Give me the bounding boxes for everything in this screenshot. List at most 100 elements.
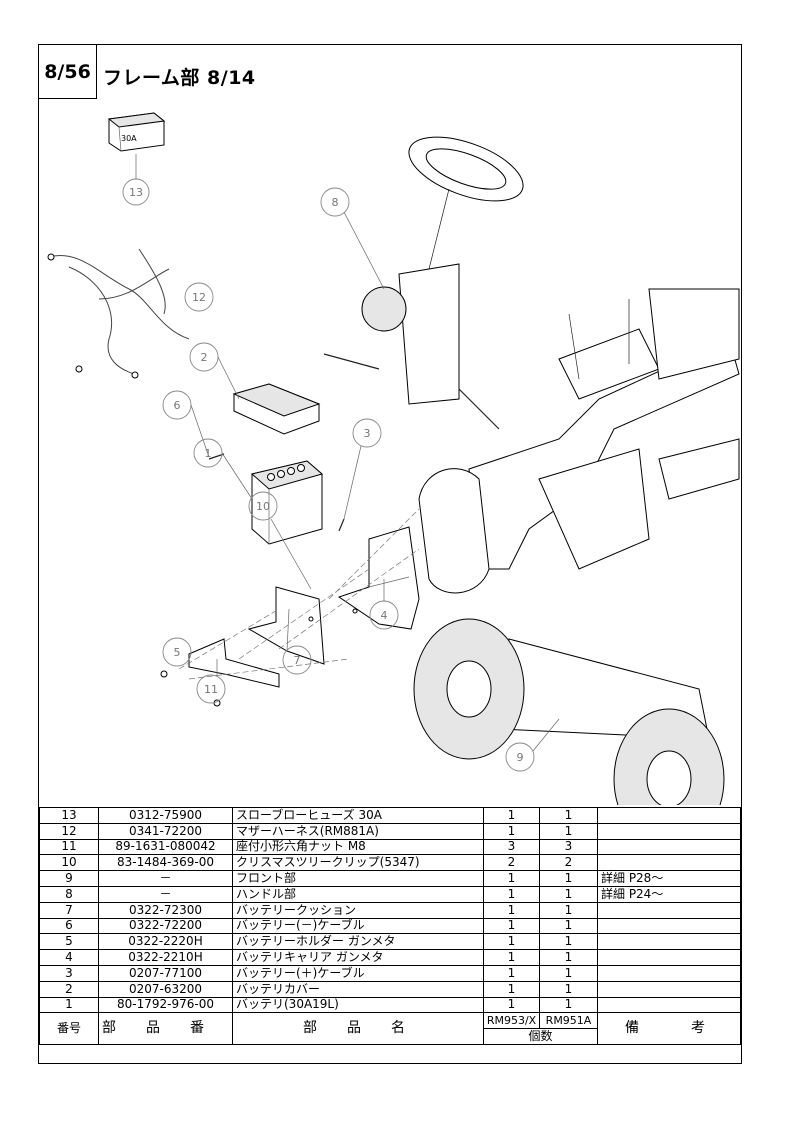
cell-part-number: 83-1484-369-00 (98, 854, 233, 872)
cell-part-number: 0341-72200 (98, 822, 233, 840)
callout-1: 1 (193, 438, 253, 500)
battery-holder-part (188, 638, 280, 688)
col-model-a: RM953/X (483, 1012, 540, 1030)
cell-remarks (597, 917, 741, 935)
col-part-number: 部 品 番 号 (98, 1012, 233, 1046)
cell-qty-a: 1 (483, 996, 540, 1014)
cell-part-name: バッテリカバー (232, 980, 484, 998)
cell-qty-a: 1 (483, 901, 540, 919)
cell-no: 1 (39, 996, 99, 1014)
svg-text:7: 7 (294, 654, 301, 667)
svg-text:10: 10 (256, 500, 270, 513)
callout-13: 13 (122, 154, 150, 206)
cell-remarks (597, 996, 741, 1014)
cell-remarks (597, 838, 741, 856)
cell-qty-b: 2 (539, 854, 598, 872)
cell-remarks: 詳細 P24～ (597, 885, 741, 903)
cell-remarks (597, 822, 741, 840)
callout-11: 11 (196, 659, 226, 704)
cell-part-name: ハンドル部 (232, 885, 484, 903)
cell-qty-b: 1 (539, 949, 598, 966)
cell-no: 12 (39, 822, 99, 840)
battery-part (250, 460, 324, 545)
cell-remarks (597, 901, 741, 919)
cell-qty-b: 1 (539, 996, 598, 1014)
svg-text:8: 8 (332, 196, 339, 209)
col-qty: 個数 (483, 1028, 598, 1046)
cell-qty-b: 1 (539, 933, 598, 951)
cell-part-name: クリスマスツリークリップ(5347) (232, 854, 484, 872)
steering-assembly (323, 136, 524, 430)
callout-12: 12 (184, 282, 214, 312)
battery-cover-part (232, 383, 321, 435)
cell-no: 4 (39, 949, 99, 966)
cell-part-name: フロント部 (232, 870, 484, 887)
cell-remarks (597, 854, 741, 872)
cell-qty-a: 1 (483, 822, 540, 840)
cell-no: 13 (39, 807, 99, 824)
cell-qty-a: 1 (483, 870, 540, 887)
cell-remarks: 詳細 P28～ (597, 870, 741, 887)
cell-part-number: 0322-2220H (98, 933, 233, 951)
cell-remarks (597, 949, 741, 966)
svg-text:11: 11 (204, 683, 218, 696)
cell-no: 5 (39, 933, 99, 951)
cell-no: 7 (39, 901, 99, 919)
cell-remarks (597, 980, 741, 998)
page-frame: 8/56 フレーム部 8/14 30A (38, 44, 742, 1064)
cell-part-number: 89-1631-080042 (98, 838, 233, 856)
callout-7: 7 (282, 645, 312, 675)
cell-part-name: スローブローヒューズ 30A (232, 807, 484, 824)
frame-body (418, 288, 740, 594)
svg-text:1: 1 (205, 447, 212, 460)
cell-qty-b: 1 (539, 980, 598, 998)
cell-qty-b: 1 (539, 917, 598, 935)
cell-qty-a: 1 (483, 949, 540, 966)
svg-text:13: 13 (129, 186, 143, 199)
cell-part-number: 0207-77100 (98, 964, 233, 982)
svg-text:3: 3 (364, 427, 371, 440)
cell-part-number: 0322-72200 (98, 917, 233, 935)
cell-part-number: 0322-2210H (98, 949, 233, 966)
fuse-label: 30A (121, 134, 137, 143)
cell-part-name: バッテリー(－)ケーブル (232, 917, 484, 935)
page-title: フレーム部 8/14 (103, 67, 256, 89)
cell-part-number: 0312-75900 (98, 807, 233, 824)
cell-qty-a: 1 (483, 980, 540, 998)
callout-9: 9 (505, 718, 560, 772)
svg-text:9: 9 (517, 751, 524, 764)
fuse-part: 30A (107, 112, 166, 152)
parts-table-header: 番号 部 品 番 号 部 品 名 RM953/X RM951A 備 考 個数 (39, 1012, 741, 1046)
exploded-parts-diagram: 30A (47, 112, 740, 805)
cell-part-name: 座付小形六角ナット M8 (232, 838, 484, 856)
battery-cushion-part (247, 586, 325, 665)
callout-2: 2 (189, 342, 240, 400)
cell-qty-a: 2 (483, 854, 540, 872)
cell-remarks (597, 933, 741, 951)
cell-no: 9 (39, 870, 99, 887)
cell-no: 11 (39, 838, 99, 856)
cell-part-number: 0322-72300 (98, 901, 233, 919)
col-model-b: RM951A (539, 1012, 598, 1030)
harness-part (47, 248, 190, 379)
cell-qty-a: 1 (483, 933, 540, 951)
col-remarks: 備 考 (597, 1012, 741, 1046)
callout-5: 5 (162, 637, 192, 667)
svg-text:5: 5 (174, 646, 181, 659)
svg-text:2: 2 (201, 351, 208, 364)
cell-no: 8 (39, 885, 99, 903)
cell-remarks (597, 964, 741, 982)
cell-qty-b: 1 (539, 807, 598, 824)
cell-part-number: 0207-63200 (98, 980, 233, 998)
cell-qty-b: 3 (539, 838, 598, 856)
cell-part-name: バッテリ(30A19L) (232, 996, 484, 1014)
cell-no: 10 (39, 854, 99, 872)
